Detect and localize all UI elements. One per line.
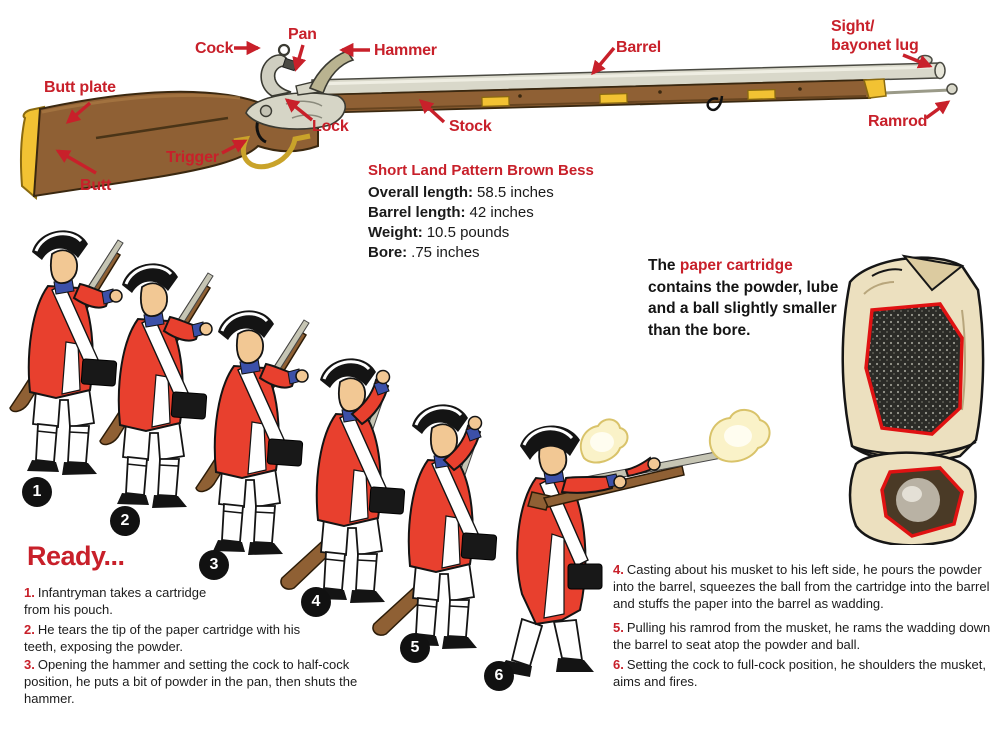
label-sight-line1: Sight/ <box>831 18 875 35</box>
label-butt-plate: Butt plate <box>44 79 116 96</box>
step-5: 5.Pulling his ramrod from the musket, he… <box>613 620 991 652</box>
step-marker-5: 5 <box>400 633 430 663</box>
spec-barrel-length: Barrel length:42 inches <box>368 204 534 221</box>
label-stock: Stock <box>449 118 492 135</box>
cartridge-note: The paper cartridge contains the powder,… <box>648 257 839 339</box>
nose-cap-graphic <box>863 78 887 99</box>
muzzle-flash <box>708 409 771 463</box>
spec-overall-length: Overall length:58.5 inches <box>368 184 554 201</box>
sling-swivel-graphic <box>706 95 724 112</box>
step-2: 2.He tears the tip of the paper cartridg… <box>24 622 301 654</box>
step-marker-1: 1 <box>22 477 52 507</box>
step-3: 3.Opening the hammer and setting the coc… <box>24 657 358 706</box>
soldier-3 <box>196 310 309 555</box>
ramrod-pipe-graphic <box>747 88 776 101</box>
ramrod-pipe-graphic <box>481 95 510 108</box>
step-1: 1.Infantryman takes a cartridge from his… <box>24 585 207 617</box>
arrow-ramrod <box>925 100 951 120</box>
loading-sequence-illustration <box>0 212 771 677</box>
label-pan: Pan <box>288 26 317 43</box>
arrow-lock <box>284 98 314 122</box>
step-marker-2: 2 <box>110 506 140 536</box>
label-ramrod: Ramrod <box>868 113 928 130</box>
step-4: 4.Casting about his musket to his left s… <box>613 562 990 611</box>
label-cock: Cock <box>195 40 234 57</box>
label-butt: Butt <box>80 177 112 194</box>
step-6: 6.Setting the cock to full-cock position… <box>613 657 986 689</box>
powder-cutaway <box>864 302 964 436</box>
step-marker-3: 3 <box>199 550 229 580</box>
cartridge-illustration <box>841 254 985 545</box>
arrow-barrel <box>591 46 616 76</box>
step-marker-6: 6 <box>484 661 514 691</box>
pointer-arrows <box>55 40 951 175</box>
spec-title: Short Land Pattern Brown Bess <box>368 162 594 179</box>
label-lock: Lock <box>312 118 349 135</box>
arrow-sight <box>902 53 933 69</box>
soldier-5 <box>373 404 497 649</box>
hammer-frizzen-graphic <box>308 50 355 95</box>
arrow-trigger <box>221 139 248 155</box>
label-barrel: Barrel <box>616 39 662 56</box>
label-sight-line2: bayonet lug <box>831 37 919 54</box>
step-marker-4: 4 <box>301 587 331 617</box>
arrow-pan <box>292 44 307 72</box>
flint-graphic <box>282 57 298 72</box>
ready-heading: Ready... <box>27 541 125 571</box>
forestock-graphic <box>311 78 887 114</box>
soldier-4 <box>281 358 405 603</box>
spec-weight: Weight:10.5 pounds <box>368 224 510 241</box>
barrel-graphic <box>311 54 946 96</box>
label-hammer: Hammer <box>374 42 437 59</box>
arrow-butt-plate <box>65 101 92 124</box>
musket-illustration <box>20 40 958 201</box>
label-trigger: Trigger <box>166 149 219 166</box>
muzzle-graphic <box>934 61 946 80</box>
spec-bore: Bore:.75 inches <box>368 244 480 261</box>
pan-flash <box>579 418 629 464</box>
soldier-6-firing <box>498 409 771 677</box>
arrow-stock <box>418 99 446 124</box>
cock-graphic <box>260 43 298 97</box>
ramrod-pipe-graphic <box>599 92 628 105</box>
spec-block: Short Land Pattern Brown Bess Overall le… <box>368 161 594 263</box>
arrow-butt <box>55 149 97 175</box>
